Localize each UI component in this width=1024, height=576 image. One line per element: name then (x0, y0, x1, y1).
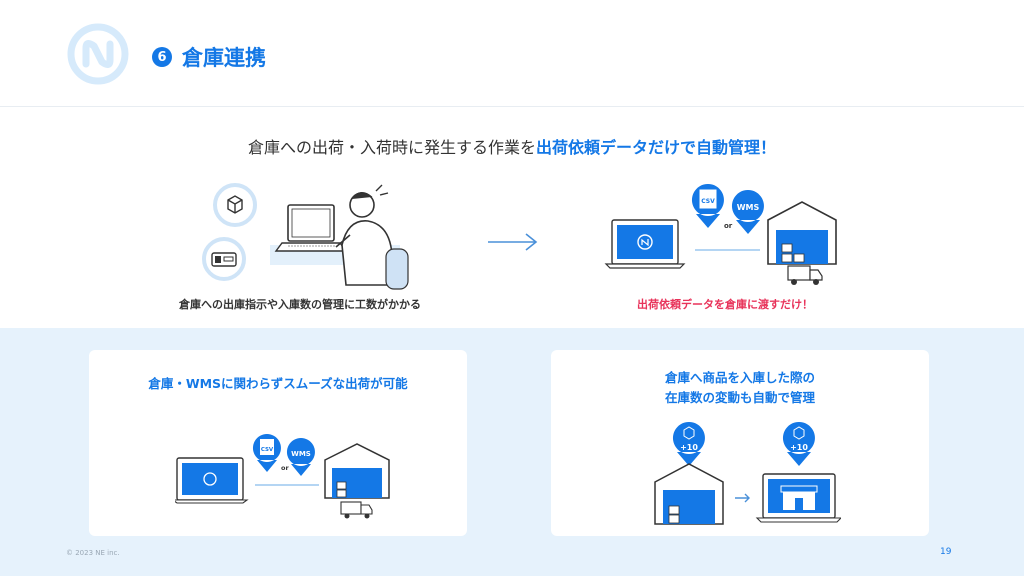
wms-pin: WMS (731, 190, 764, 234)
laptop-icon (604, 219, 686, 269)
online-store-laptop-icon (755, 473, 841, 523)
slide-title: 倉庫連携 (182, 46, 266, 70)
slide-title-group: 6 倉庫連携 (152, 42, 266, 72)
stock-pin-store: +10 (782, 422, 815, 466)
laptop-icon (175, 457, 249, 504)
warehouse-icon (654, 463, 724, 525)
laptop-icon (274, 204, 348, 252)
brand-logo-icon (67, 23, 129, 85)
before-caption: 倉庫への出庫指示や入庫数の管理に工数がかかる (179, 298, 421, 311)
after-caption: 出荷依頼データを倉庫に渡すだけ！ (637, 298, 813, 311)
wms-label: WMS (291, 450, 311, 458)
delivery-truck-icon (340, 501, 373, 519)
csv-file-pin: CSV (252, 434, 281, 472)
headline-prefix: 倉庫への出荷・入荷時に発生する作業を (247, 138, 536, 157)
badge2-label: +10 (790, 443, 808, 452)
benefit-card-inventory: 倉庫へ商品を入庫した際の 在庫数の変動も自動で管理 +10 +10 (551, 350, 929, 536)
card1-title: 倉庫・WMSに関わらずスムーズな出荷が可能 (148, 376, 408, 391)
transition-arrow-icon (488, 233, 538, 251)
csv-file-pin: CSV (691, 184, 724, 228)
delivery-truck-icon (787, 265, 823, 285)
wms-label: WMS (737, 203, 760, 212)
manual-work-illustration (202, 183, 409, 290)
shipping-illustration: CSV or WMS (175, 434, 390, 519)
headline: 倉庫への出荷・入荷時に発生する作業を出荷依頼データだけで自動管理！ (0, 134, 1024, 158)
slide-header: 6 倉庫連携 (0, 0, 1024, 107)
inventory-illustration: +10 +10 (654, 422, 841, 525)
or-label: or (281, 464, 289, 472)
worker-figure (335, 184, 409, 290)
page-number: 19 (940, 547, 952, 557)
card2-title-line2: 在庫数の変動も自動で管理 (664, 390, 815, 405)
or-label: or (724, 222, 733, 230)
package-icon (227, 195, 243, 214)
csv-label: CSV (261, 447, 274, 453)
warehouse-icon (767, 201, 837, 265)
csv-label: CSV (701, 198, 715, 205)
headline-highlight: 出荷依頼データだけで自動管理！ (536, 138, 777, 157)
data-transfer-illustration: CSV or WMS (604, 184, 837, 285)
benefit-card-shipping: 倉庫・WMSに関わらずスムーズな出荷が可能 CSV or WMS (89, 350, 467, 536)
badge1-label: +10 (680, 443, 698, 452)
wms-pin: WMS (286, 438, 315, 476)
copyright: © 2023 NE inc. (66, 549, 120, 557)
flow-arrow-icon (735, 493, 750, 503)
section-number-badge: 6 (152, 47, 172, 67)
card2-title-line1: 倉庫へ商品を入庫した際の (664, 370, 815, 385)
stock-pin-warehouse: +10 (672, 422, 705, 466)
warehouse-icon (324, 443, 390, 499)
